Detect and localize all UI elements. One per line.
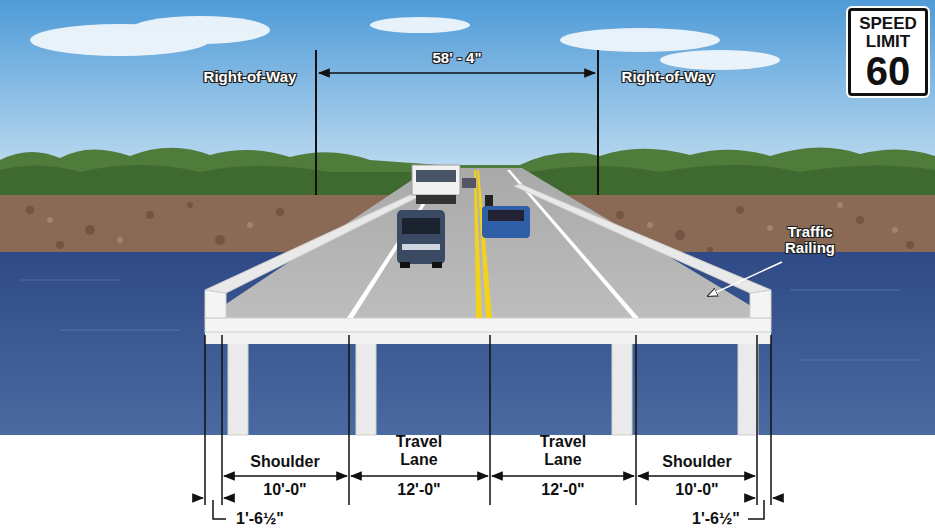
speed-limit-sign: SPEED LIMIT60 [848, 8, 928, 96]
callout-label: Traffic Railing [770, 224, 850, 257]
dimension-label: 12'-0" [541, 481, 584, 499]
dimension-label: 1'-6½" [236, 510, 284, 528]
dimension-label: 10'-0" [263, 481, 306, 499]
dimension-label: Travel Lane [532, 433, 594, 468]
callout-label: Right-of-Way [622, 69, 715, 86]
callout-label: Right-of-Way [204, 69, 297, 86]
dimension-label: Shoulder [662, 453, 731, 471]
dimension-label: 1'-6½" [692, 510, 740, 528]
dimension-label: Travel Lane [388, 433, 450, 468]
sign-number: 60 [857, 51, 919, 91]
dimension-label: 10'-0" [675, 481, 718, 499]
sign-heading: SPEED LIMIT [857, 15, 919, 51]
dimension-label: 12'-0" [397, 481, 440, 499]
callout-label: 58' - 4" [432, 50, 481, 67]
dimension-label: Shoulder [250, 453, 319, 471]
